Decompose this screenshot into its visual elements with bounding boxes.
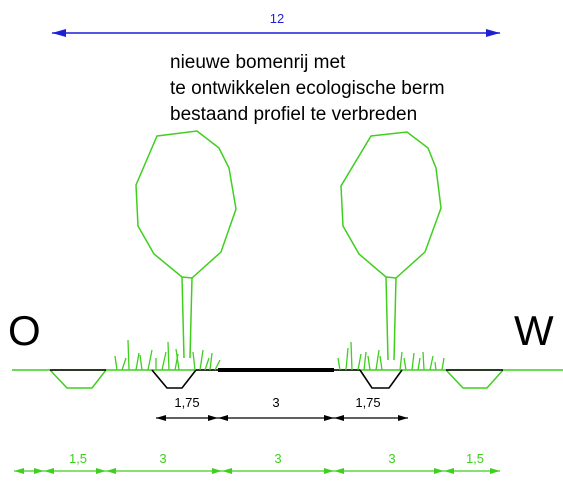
side-label-right: W (514, 307, 554, 354)
inner-arrow (208, 415, 218, 421)
inner-arrow (334, 415, 344, 421)
inner-ditch-right (359, 369, 403, 389)
grass-left (114, 339, 221, 371)
inner-dimension-label: 1,75 (174, 395, 199, 410)
outer-arrow (434, 468, 444, 474)
tree-right (340, 131, 442, 361)
inner-arrow (218, 415, 228, 421)
note-line: nieuwe bomenrij met (170, 52, 346, 73)
outer-dimension-label: 3 (274, 451, 281, 466)
inner-dimensions: 1,75 3 1,75 (156, 395, 408, 421)
grass-right (337, 341, 445, 371)
outer-dimensions: 1,5 3 3 3 1,5 (14, 451, 500, 474)
outer-arrow (490, 468, 500, 474)
outer-arrow (106, 468, 116, 474)
side-label-left: O (8, 307, 41, 354)
note-line: bestaand profiel te verbreden (170, 104, 418, 125)
outer-arrow (444, 468, 454, 474)
annotation-notes: nieuwe bomenrij met te ontwikkelen ecolo… (170, 50, 445, 128)
inner-arrow (156, 415, 166, 421)
outer-dimension-label: 1,5 (466, 451, 484, 466)
outer-arrow (324, 468, 334, 474)
note-line: te ontwikkelen ecologische berm (170, 78, 445, 99)
inner-dimension-label: 3 (272, 395, 279, 410)
total-dimension: 12 (52, 11, 500, 37)
total-dimension-label: 12 (270, 11, 284, 26)
outer-arrow (334, 468, 344, 474)
inner-arrow (324, 415, 334, 421)
outer-arrow (96, 468, 106, 474)
tree-left (135, 130, 237, 359)
outer-arrow (44, 468, 54, 474)
outer-arrow (222, 468, 232, 474)
outer-dimension-label: 1,5 (69, 451, 87, 466)
total-dimension-arrow-left (52, 29, 66, 37)
outer-ditch-right (445, 369, 504, 389)
inner-arrow (398, 415, 408, 421)
outer-dimension-label: 3 (388, 451, 395, 466)
inner-dimension-label: 1,75 (355, 395, 380, 410)
inner-ditch-left (151, 369, 197, 389)
outer-arrow (14, 468, 24, 474)
outer-dimension-label: 3 (159, 451, 166, 466)
total-dimension-arrow-right (486, 29, 500, 37)
outer-arrow (212, 468, 222, 474)
outer-ditch-left (49, 369, 107, 389)
outer-arrow (34, 468, 44, 474)
